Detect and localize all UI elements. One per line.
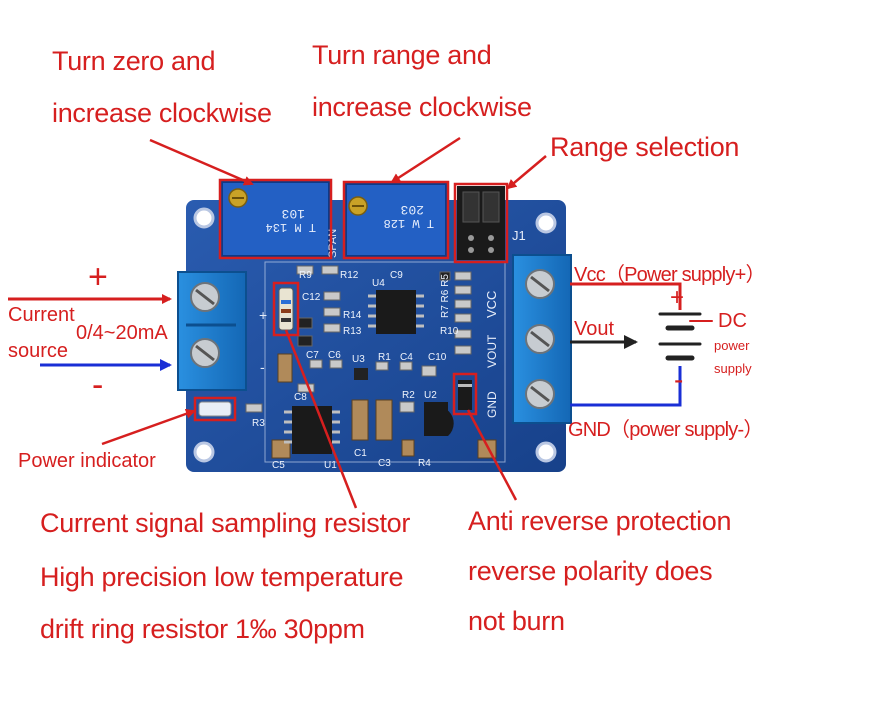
silk-c12: C12	[302, 292, 321, 303]
silkscreen-labels: R9 R12 C9 U4 C12 R14 R13 R10 C10 C7 C6 U…	[252, 270, 459, 471]
annotation-pointers	[101, 136, 547, 509]
gnd-label: GND（power supply-）	[568, 419, 763, 441]
dc-label: DC	[718, 310, 747, 332]
silk-r5r6r7: R7 R6 R5	[440, 274, 451, 318]
input-minus-sign: -	[92, 366, 104, 404]
battery-symbol-icon	[658, 312, 713, 361]
resistor-desc-line1: Current signal sampling resistor	[40, 508, 411, 538]
vcc-wire	[570, 282, 682, 310]
protection-diode	[458, 380, 472, 410]
anti-reverse-line2: reverse polarity does	[468, 556, 713, 586]
vcc-silkscreen: VCC	[484, 291, 499, 318]
silk-c3: C3	[378, 458, 391, 469]
dc-power-label: power	[714, 338, 750, 353]
silk-u4: U4	[372, 278, 385, 289]
silk-r10: R10	[440, 326, 459, 337]
mounting-hole	[535, 441, 557, 463]
jumper-highlight	[453, 182, 509, 264]
vout-silkscreen: VOUT	[485, 334, 499, 368]
silk-u1: U1	[324, 460, 337, 471]
gnd-wire	[570, 366, 682, 407]
turn-range-line1: Turn range and	[312, 40, 492, 70]
mounting-hole	[193, 207, 215, 229]
turn-zero-line2: increase clockwise	[52, 98, 272, 128]
turn-zero-line1: Turn zero and	[52, 46, 216, 76]
u4-chip	[376, 290, 416, 334]
current-range-label: 0/4~20mA	[76, 322, 168, 344]
dc-minus-sign: -	[674, 364, 684, 395]
span-silkscreen: SPAN	[327, 229, 339, 258]
silk-r14: R14	[343, 310, 362, 321]
turn-range-line2: increase clockwise	[312, 92, 532, 122]
range-jumper: J1	[457, 186, 526, 260]
pot2-marks: T W 128	[384, 216, 434, 230]
output-terminal-block: VCC VOUT GND	[484, 254, 572, 424]
term-plus-silkscreen: +	[259, 307, 267, 323]
mounting-hole	[535, 212, 557, 234]
resistor-highlight	[272, 281, 300, 337]
pcb-components	[198, 265, 497, 459]
silk-c1: C1	[354, 448, 367, 459]
silk-c9: C9	[390, 270, 403, 281]
current-source-line2: source	[8, 340, 69, 362]
current-source-line1: Current	[8, 304, 75, 326]
silk-r9: R9	[299, 270, 312, 281]
pot2-code: 203	[401, 202, 424, 217]
silk-r4: R4	[418, 458, 431, 469]
gnd-silkscreen: GND	[485, 391, 499, 418]
zero-potentiometer: 103 T M 134	[221, 181, 330, 257]
vout-label: Vout	[574, 318, 615, 340]
silk-u3: U3	[352, 354, 365, 365]
power-indicator-label: Power indicator	[18, 450, 156, 472]
j1-silkscreen: J1	[512, 228, 526, 243]
silk-r13: R13	[343, 326, 362, 337]
anti-reverse-line3: not burn	[468, 606, 565, 636]
silk-c6: C6	[328, 350, 341, 361]
silk-u2: U2	[424, 390, 437, 401]
input-terminal-block: + -	[177, 271, 267, 391]
silk-r2: R2	[402, 390, 415, 401]
silk-c5: C5	[272, 460, 285, 471]
resistor-desc-line2: High precision low temperature	[40, 562, 404, 592]
term-minus-silkscreen: -	[260, 359, 265, 375]
zero-pot-highlight	[218, 178, 333, 260]
anti-reverse-line1: Anti reverse protection	[468, 506, 732, 536]
dc-plus-sign: +	[670, 284, 685, 311]
input-plus-sign: +	[88, 258, 108, 296]
pot1-marks: T M 134	[266, 220, 316, 234]
silk-c10: C10	[428, 352, 447, 363]
vcc-label: Vcc（Power supply+）	[574, 264, 765, 286]
pot1-code: 103	[282, 206, 305, 221]
diode-highlight	[452, 372, 478, 416]
silk-r3: R3	[252, 418, 265, 429]
silk-r12: R12	[340, 270, 359, 281]
resistor-desc-line3: drift ring resistor 1‰ 30ppm	[40, 614, 365, 644]
silk-r1: R1	[378, 352, 391, 363]
silk-c7: C7	[306, 350, 319, 361]
dc-supply-label: supply	[714, 361, 752, 376]
silk-c4: C4	[400, 352, 413, 363]
power-led	[198, 401, 232, 417]
mounting-hole	[193, 441, 215, 463]
range-selection-label: Range selection	[550, 132, 740, 162]
silk-c8: C8	[294, 392, 307, 403]
